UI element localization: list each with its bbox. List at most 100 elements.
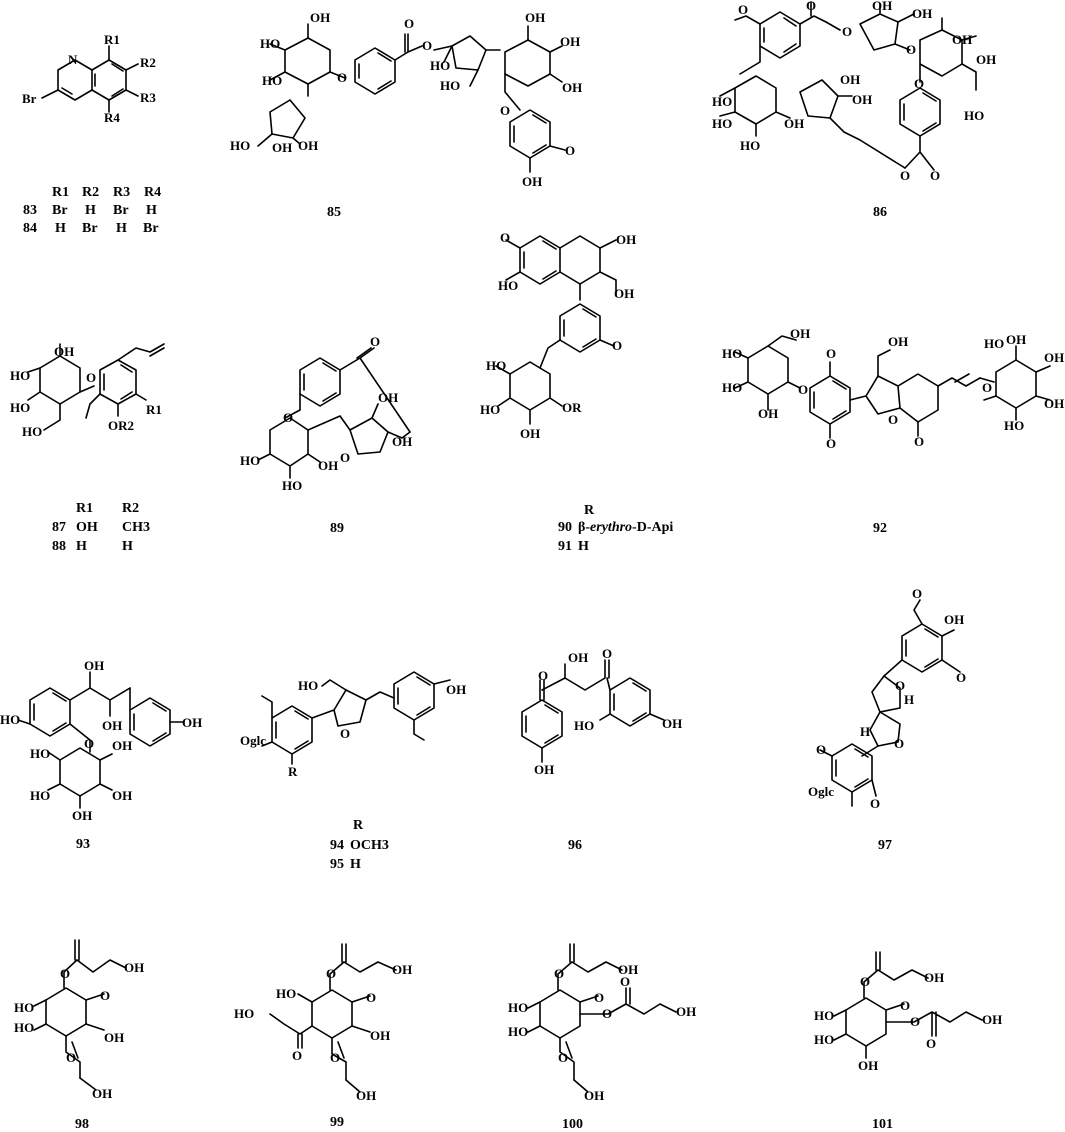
header-r2: R2: [82, 185, 99, 200]
label-oh: OH: [676, 1004, 696, 1019]
compound-number: 85: [327, 205, 341, 220]
label-r1: R1: [104, 32, 120, 47]
label-r: R: [288, 764, 298, 779]
header-r: R: [353, 818, 364, 833]
label-oh: OH: [758, 406, 778, 421]
label-ho: HO: [276, 986, 296, 1001]
label-r1: R1: [146, 402, 162, 417]
label-o: O: [956, 670, 966, 685]
label-oh: OH: [852, 92, 872, 107]
label-oh: OH: [520, 426, 540, 441]
structure-90-91: O HO OH OH O HO HO OH OR: [480, 230, 636, 441]
label-o: O: [900, 998, 910, 1013]
label-h: H: [860, 724, 870, 739]
label-o: O: [982, 380, 992, 395]
label-ho: HO: [814, 1008, 834, 1023]
structure-97: O OH O H H O O O Oglc O 97: [808, 586, 966, 853]
compound-number: 92: [873, 521, 887, 536]
cell: H: [122, 539, 133, 554]
label-ho: HO: [30, 746, 50, 761]
label-oh: OH: [112, 788, 132, 803]
label-ho: HO: [430, 58, 450, 73]
label-ho: HO: [984, 336, 1004, 351]
cell: Br: [113, 203, 129, 218]
label-oh: OH: [912, 6, 932, 21]
label-o: O: [870, 796, 880, 811]
table-90-91: R 90 β-erythro-D-Api 91 H: [558, 503, 673, 554]
compound-number: 101: [872, 1117, 893, 1132]
label-o: O: [888, 412, 898, 427]
label-oh: OH: [272, 140, 292, 155]
label-oh: OH: [54, 344, 74, 359]
label-oh: OH: [562, 80, 582, 95]
structure-93: OH OH HO OH O OH HO HO OH OH 93: [0, 658, 202, 852]
structure-85: OH HO HO O O O HO HO OH OH OH O O OH HO …: [230, 10, 582, 220]
label-ho: HO: [508, 1024, 528, 1039]
cell: H: [578, 539, 589, 554]
label-oh: OH: [982, 1012, 1002, 1027]
cell: H: [85, 203, 96, 218]
label-o: O: [602, 646, 612, 661]
label-ho: HO: [14, 1020, 34, 1035]
label-ho: HO: [262, 73, 282, 88]
label-o: O: [366, 990, 376, 1005]
label-oh: OH: [446, 682, 466, 697]
label-oh: OH: [72, 808, 92, 823]
label-oh: OH: [784, 116, 804, 131]
label-ho: HO: [0, 712, 20, 727]
label-o: O: [86, 370, 96, 385]
cell: OCH3: [350, 838, 389, 853]
label-oh: OH: [1006, 332, 1026, 347]
label-o: O: [565, 143, 575, 158]
cell-api: β-erythro-D-Api: [578, 520, 673, 535]
label-oh: OH: [790, 326, 810, 341]
label-oh: OH: [944, 612, 964, 627]
header-r3: R3: [113, 185, 130, 200]
label-oh: OH: [560, 34, 580, 49]
label-ho: HO: [230, 138, 250, 153]
label-h: H: [904, 692, 914, 707]
label-o: O: [422, 38, 432, 53]
label-oh: OH: [616, 232, 636, 247]
row-id: 88: [52, 539, 66, 554]
label-oh: OH: [872, 0, 892, 13]
label-oh: OH: [392, 962, 412, 977]
cell: Br: [143, 221, 159, 236]
compound-number: 97: [878, 838, 892, 853]
label-oh: OH: [568, 650, 588, 665]
cell: H: [76, 539, 87, 554]
label-oh: OH: [662, 716, 682, 731]
label-o: O: [84, 736, 94, 751]
row-id: 87: [52, 520, 66, 535]
structure-98: O OH HO HO O OH O OH 98: [14, 939, 144, 1132]
structure-100: O OH HO HO O O O OH O OH 100: [508, 943, 696, 1132]
structure-83-84: N Br R1 R2 R3 R4: [22, 32, 156, 125]
label-oh: OH: [182, 715, 202, 730]
label-o: O: [930, 168, 940, 183]
label-o: O: [906, 42, 916, 57]
compound-number: 100: [562, 1117, 583, 1132]
label-ho: HO: [480, 402, 500, 417]
label-ho: HO: [722, 346, 742, 361]
label-oh: OH: [525, 10, 545, 25]
label-or: OR: [562, 400, 582, 415]
label-ho: HO: [964, 108, 984, 123]
label-o: O: [900, 168, 910, 183]
label-ho: HO: [30, 788, 50, 803]
structure-92: OH HO HO OH O O O OH O O O OH HO OH OH H…: [722, 326, 1064, 536]
header-r: R: [584, 503, 595, 518]
label-ho: HO: [712, 116, 732, 131]
label-ho: HO: [260, 36, 280, 51]
label-ho: HO: [14, 1000, 34, 1015]
label-o: O: [283, 410, 293, 425]
header-r2: R2: [122, 501, 139, 516]
label-o: O: [860, 974, 870, 989]
label-o: O: [538, 668, 548, 683]
label-o: O: [910, 1014, 920, 1029]
label-ho: HO: [740, 138, 760, 153]
cell: CH3: [122, 520, 150, 535]
row-id: 83: [23, 203, 37, 218]
label-o: O: [602, 1006, 612, 1021]
label-o: O: [798, 382, 808, 397]
header-r4: R4: [144, 185, 161, 200]
